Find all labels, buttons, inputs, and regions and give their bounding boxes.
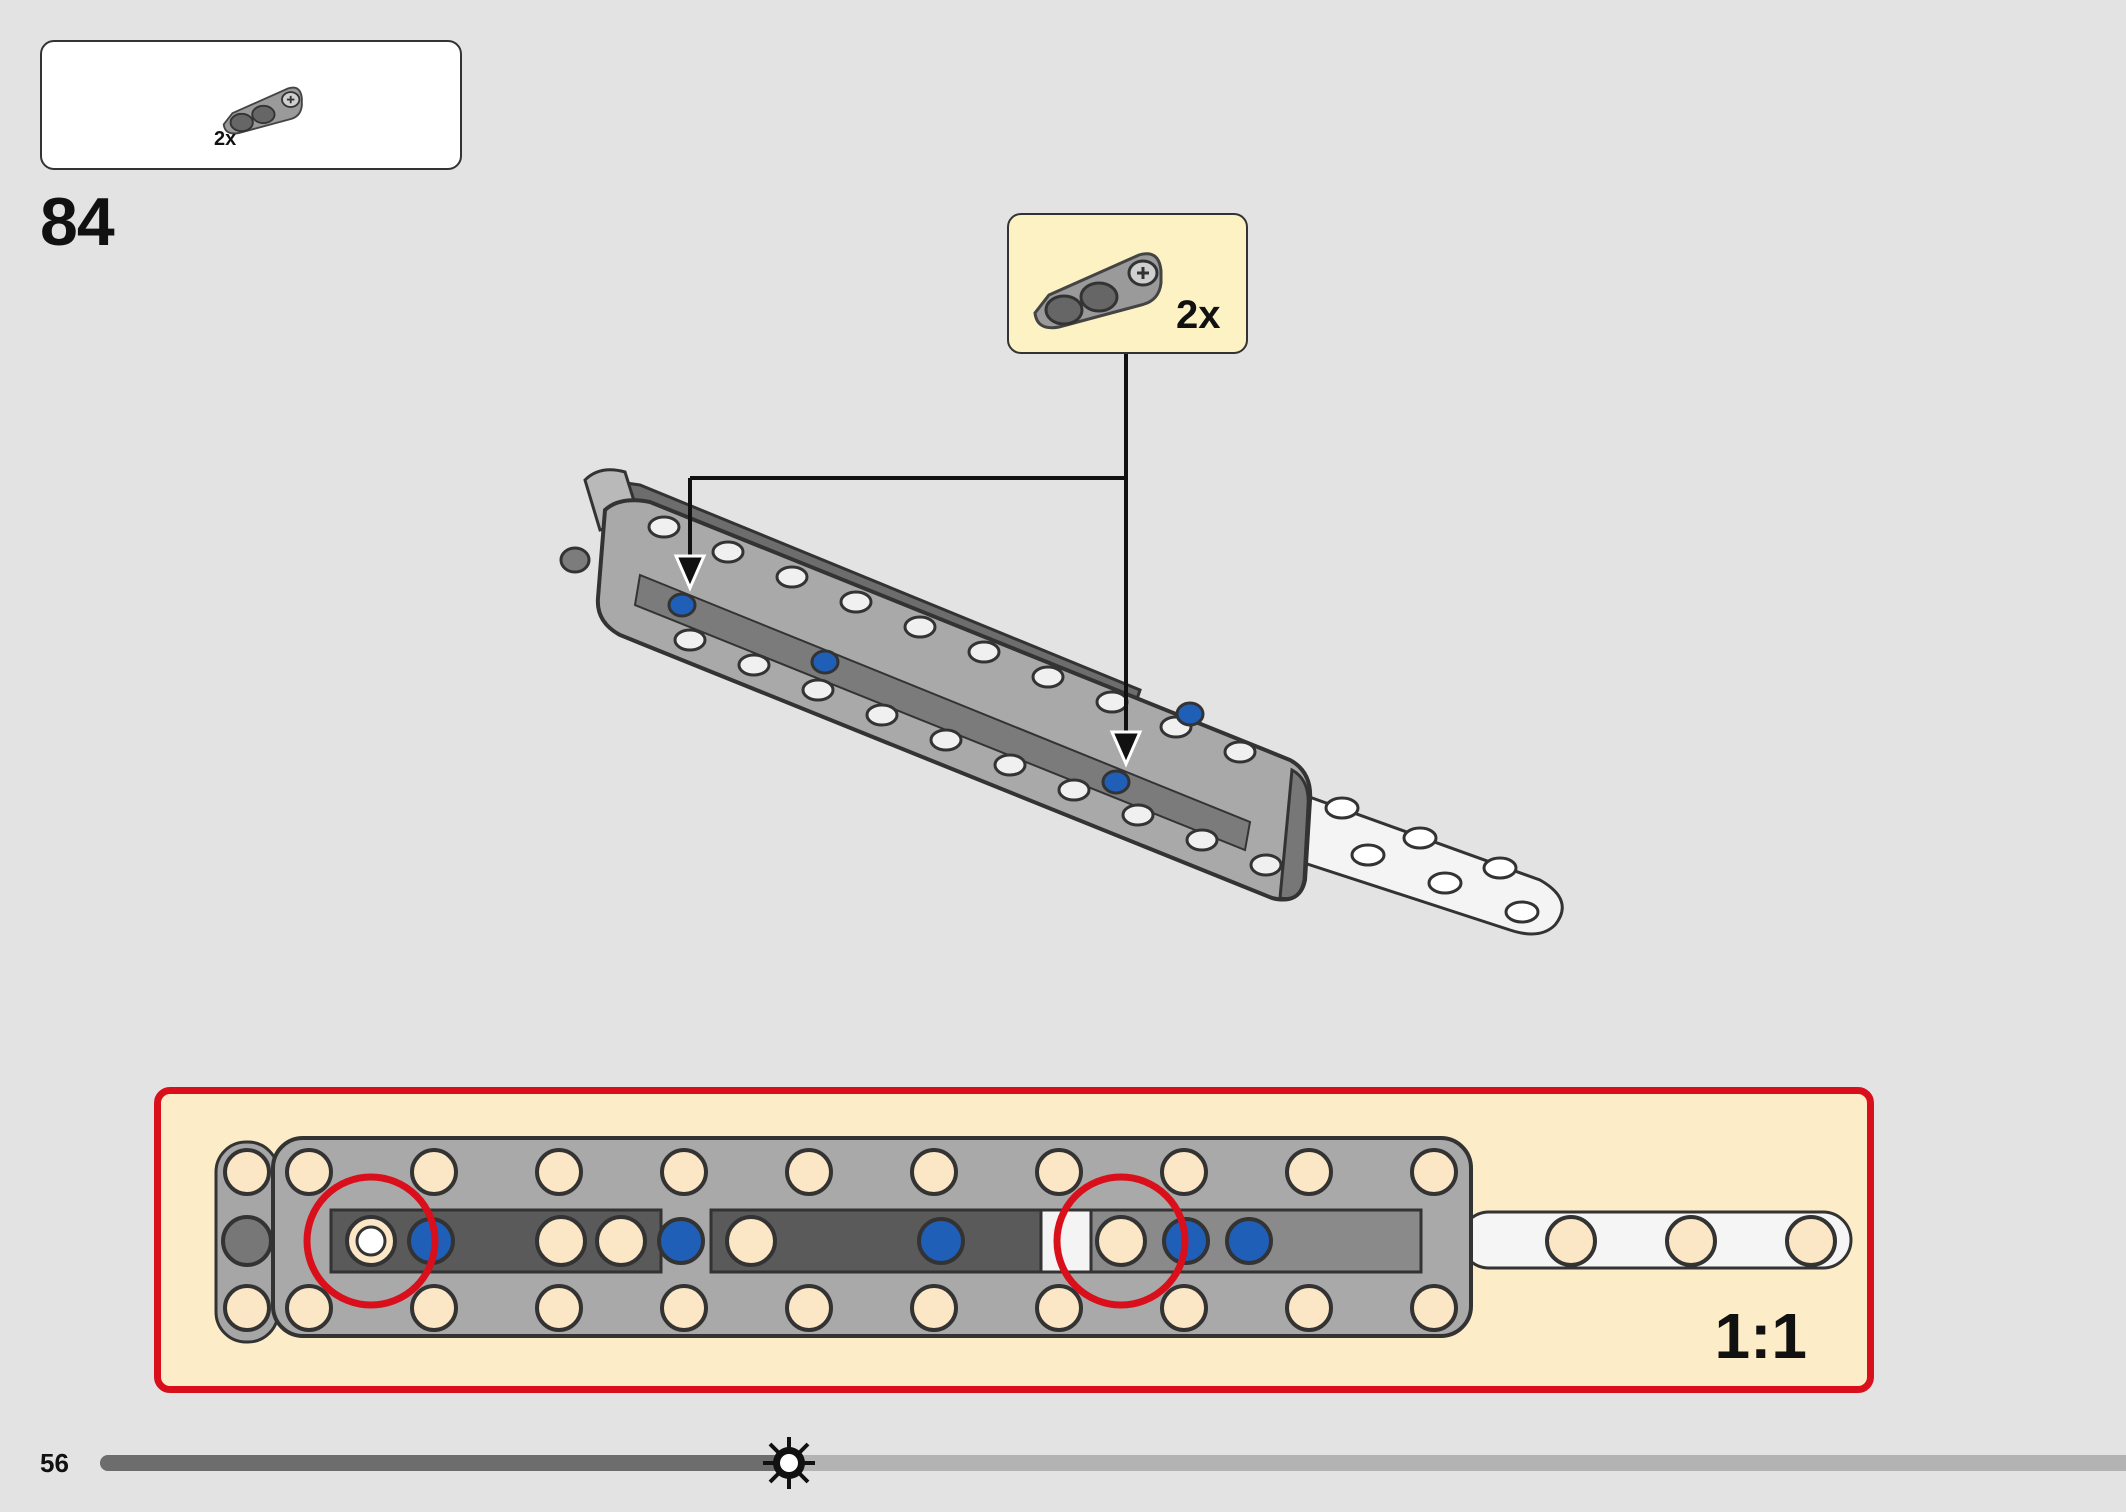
parts-quantity: 2x [214,128,237,150]
detail-view-box: 1:1 [154,1087,1874,1393]
white-beam [1288,787,1564,936]
callout-box: 2x [1007,213,1248,354]
connector-beam-icon [222,86,303,135]
arrow-icon [673,554,707,592]
callout-quantity: 2x [1176,293,1221,337]
connector-beam-icon [1033,252,1163,330]
cross-hole [355,1225,387,1257]
step-number: 84 [40,184,115,260]
axle-hole [221,1215,273,1267]
blue-pins [667,592,1205,795]
gear-marker-icon [762,1437,815,1489]
scale-label: 1:1 [1714,1300,1808,1372]
progress-fill [100,1455,789,1471]
callout-connector [688,354,1128,735]
grey-frame [595,498,1313,902]
frame-holes-detail [223,1148,1837,1332]
detail-illustration [214,1136,1853,1344]
progress-bar [100,1437,2126,1489]
arrow-icon [1109,730,1143,768]
frame-holes [647,515,1283,877]
parts-list-box: 2x [40,40,462,170]
page-number: 56 [40,1448,69,1478]
highlight-circles [303,1173,1189,1309]
